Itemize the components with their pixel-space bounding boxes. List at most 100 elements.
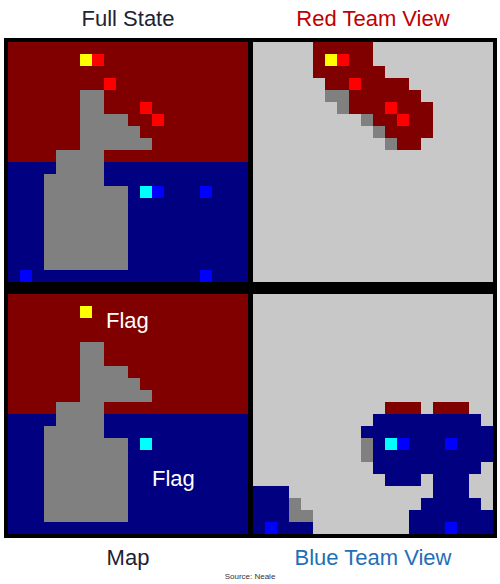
grid-cell [289,126,301,138]
grid-cell [200,402,212,414]
grid-cell [433,102,445,114]
grid-cell [116,354,128,366]
grid-cell [253,90,265,102]
grid-cell [469,66,481,78]
grid-cell [325,270,337,282]
grid-cell [212,522,224,534]
grid-cell [337,450,349,462]
grid-cell [212,234,224,246]
grid-cell [457,90,469,102]
grid-cell [164,102,176,114]
grid-cell [44,522,56,534]
grid-cell [56,402,68,414]
grid-cell [457,306,469,318]
grid-cell [20,90,32,102]
grid-cell [469,234,481,246]
grid-cell [92,366,104,378]
grid-cell [80,90,92,102]
grid-cell [224,306,236,318]
grid-cell [212,174,224,186]
grid-cell [469,318,481,330]
grid-cell [313,330,325,342]
grid-cell [421,90,433,102]
grid-cell [289,522,301,534]
grid-cell [349,498,361,510]
grid-cell [265,66,277,78]
grid-cell [56,462,68,474]
grid-cell [481,54,493,66]
grid-cell [385,390,397,402]
grid-cell [68,390,80,402]
grid-cell [457,438,469,450]
grid-cell [44,402,56,414]
grid-cell [44,294,56,306]
grid-cell [361,234,373,246]
grid-cell [301,162,313,174]
grid-cell [457,234,469,246]
grid-cell [361,270,373,282]
grid-cell [128,66,140,78]
grid-cell [68,474,80,486]
grid-cell [176,330,188,342]
grid-cell [188,294,200,306]
grid-cell [325,126,337,138]
grid-cell [44,138,56,150]
grid-cell [80,366,92,378]
grid-cell [409,486,421,498]
grid-cell [236,270,248,282]
grid-cell [188,114,200,126]
grid-cell [385,498,397,510]
grid-cell [421,426,433,438]
grid-cell [92,390,104,402]
grid-cell [188,174,200,186]
grid-cell [224,486,236,498]
grid-cell [188,270,200,282]
grid-cell [32,222,44,234]
grid-cell [116,162,128,174]
grid-cell [325,474,337,486]
grid-cell [188,102,200,114]
grid-cell [481,318,493,330]
grid-cell [481,114,493,126]
grid-cell [56,354,68,366]
grid-cell [152,114,164,126]
grid-cell [373,498,385,510]
grid-cell [56,450,68,462]
grid-cell [265,246,277,258]
grid-cell [128,126,140,138]
grid-cell [265,222,277,234]
grid-cell [397,42,409,54]
grid-cell [373,486,385,498]
grid-cell [481,246,493,258]
grid-cell [224,498,236,510]
grid-cell [433,138,445,150]
grid-cell [265,354,277,366]
grid-cell [433,210,445,222]
grid-cell [20,126,32,138]
grid-cell [200,138,212,150]
grid-cell [104,390,116,402]
grid-cell [457,138,469,150]
grid-cell [152,174,164,186]
grid-cell [469,438,481,450]
grid-cell [104,402,116,414]
agent-marker [349,78,361,90]
grid-cell [361,246,373,258]
grid-cell [289,414,301,426]
grid-cell [337,42,349,54]
grid-cell [469,174,481,186]
grid-cell [8,522,20,534]
grid-cell [409,258,421,270]
grid-cell [92,90,104,102]
grid-cell [325,318,337,330]
grid-cell [212,126,224,138]
grid-cell [236,438,248,450]
grid-cell [104,198,116,210]
grid-cell [128,270,140,282]
grid-cell [92,294,104,306]
grid-cell [433,438,445,450]
grid-cell [20,186,32,198]
grid-cell [104,90,116,102]
grid-cell [325,78,337,90]
grid-cell [92,474,104,486]
